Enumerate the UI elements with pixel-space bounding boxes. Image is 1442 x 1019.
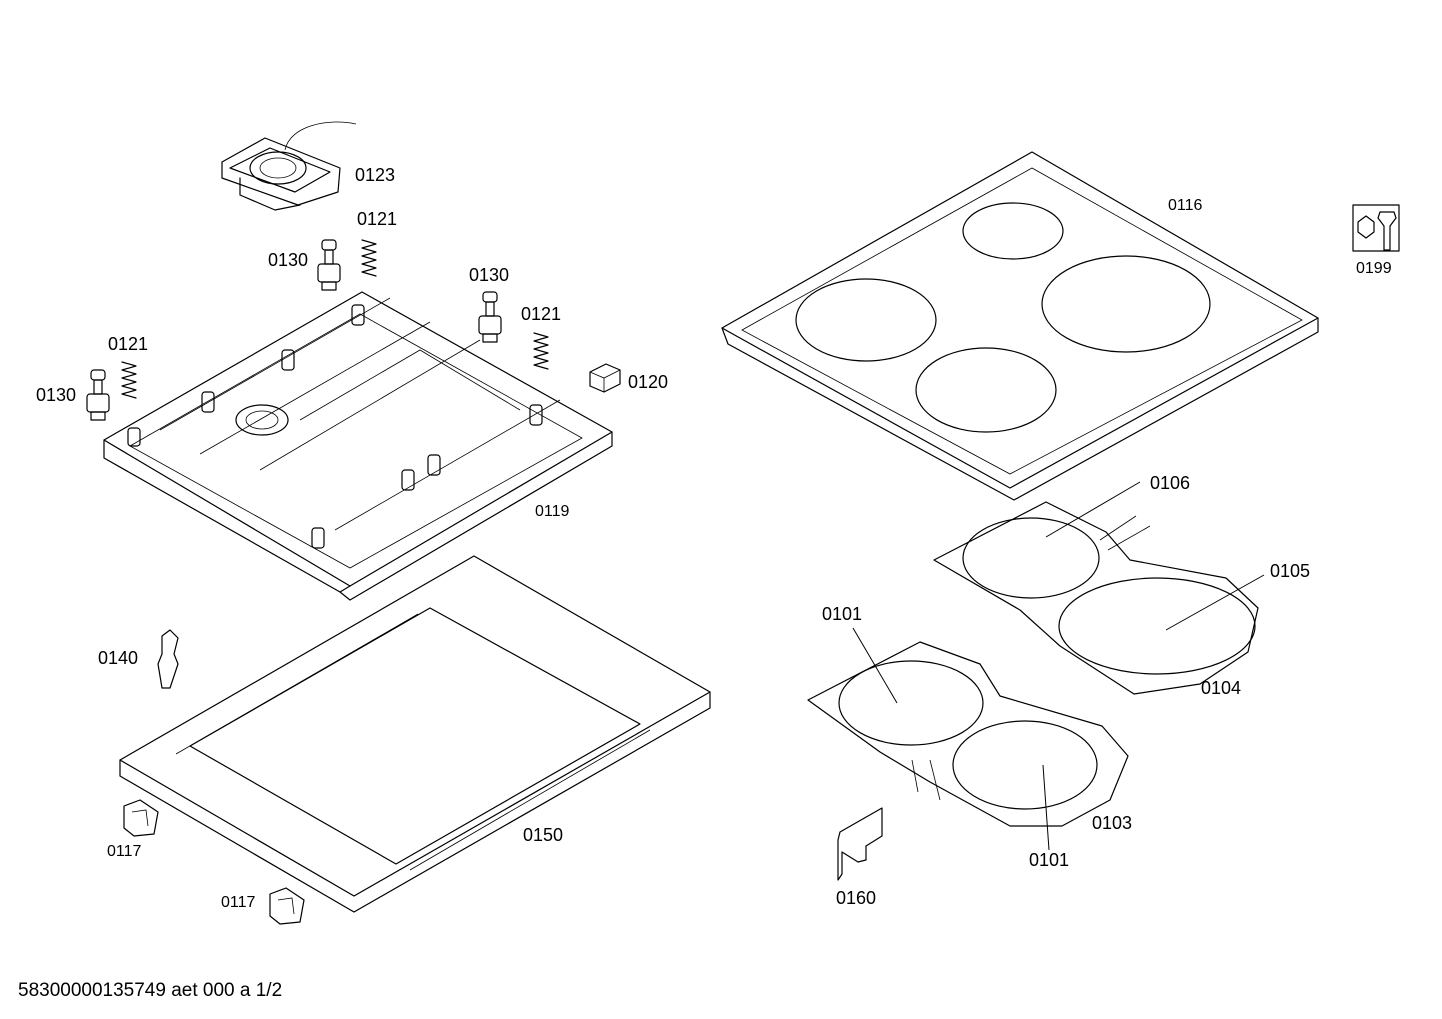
- label-0101: 0101: [822, 604, 862, 624]
- label-0140: 0140: [98, 648, 138, 668]
- stud-part: [317, 239, 341, 291]
- label-0119: 0119: [535, 503, 570, 520]
- bracket-part: [837, 807, 883, 881]
- label-0123: 0123: [355, 165, 395, 185]
- label-0199: 0199: [1356, 260, 1392, 277]
- clip-part: [269, 887, 305, 925]
- fan-part: [221, 121, 357, 211]
- spring-part: [533, 332, 549, 370]
- label-0121: 0121: [357, 209, 397, 229]
- label-0130: 0130: [469, 265, 509, 285]
- connector-block-part: [589, 363, 621, 393]
- label-0130: 0130: [268, 250, 308, 270]
- base-tray-part: [103, 291, 613, 601]
- document-footer-code: 58300000135749 aet 000 a 1/2: [18, 980, 283, 1001]
- label-0121: 0121: [521, 304, 561, 324]
- label-0106: 0106: [1150, 473, 1190, 493]
- leader-lines: [852, 481, 1265, 851]
- label-0103: 0103: [1092, 813, 1132, 833]
- label-0117: 0117: [221, 894, 256, 911]
- heating-plate-lower-part: [807, 641, 1129, 827]
- label-0117: 0117: [107, 843, 142, 860]
- hob-glass-part: [721, 151, 1319, 501]
- frame-part: [119, 555, 711, 913]
- label-0121: 0121: [108, 334, 148, 354]
- label-0130: 0130: [36, 385, 76, 405]
- label-0101: 0101: [1029, 850, 1069, 870]
- label-0116: 0116: [1168, 197, 1203, 214]
- spring-part: [121, 361, 137, 399]
- clip-part: [157, 629, 179, 689]
- label-0120: 0120: [628, 372, 668, 392]
- heating-plate-upper-part: [933, 501, 1259, 695]
- stud-part: [478, 291, 502, 343]
- spring-part: [361, 239, 377, 277]
- label-0105: 0105: [1270, 561, 1310, 581]
- clip-part: [123, 799, 159, 837]
- wrench-icon: [1352, 204, 1400, 252]
- label-0150: 0150: [523, 825, 563, 845]
- label-0104: 0104: [1201, 678, 1241, 698]
- label-0160: 0160: [836, 888, 876, 908]
- stud-part: [86, 369, 110, 421]
